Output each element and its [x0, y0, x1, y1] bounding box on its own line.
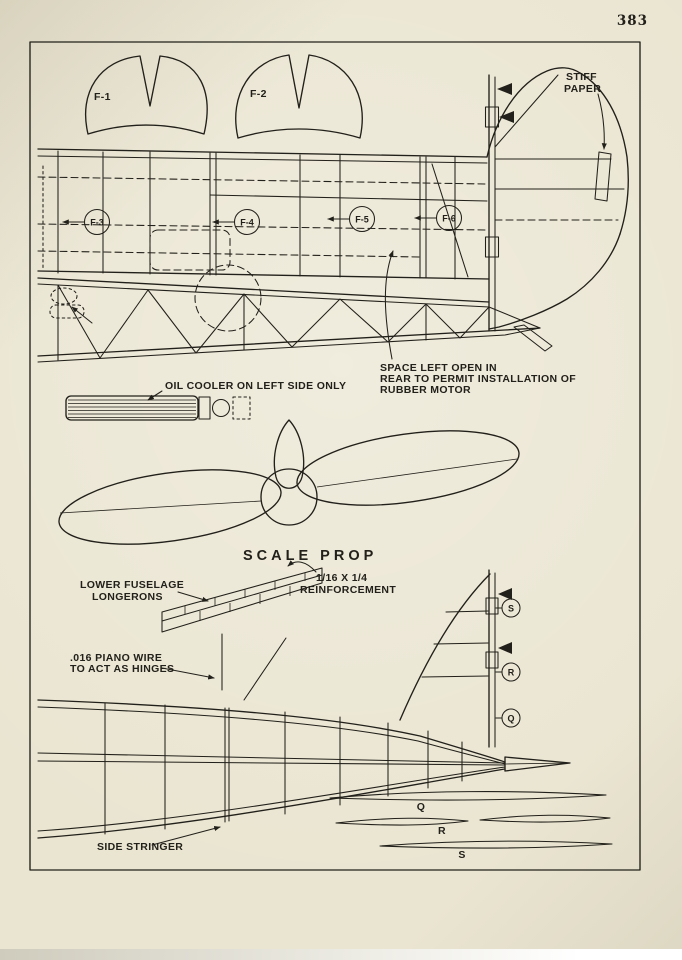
stringer-circle-s: S — [508, 604, 514, 614]
fin-rudder: STIFF PAPER — [484, 67, 629, 332]
page-border — [29, 41, 641, 871]
rubber-motor-note-line3: RUBBER MOTOR — [380, 384, 471, 396]
piano-wire-label-line2: TO ACT AS HINGES — [70, 663, 174, 675]
hinge-mark-icon — [497, 83, 512, 95]
cowl-formers: F-1 F-2 — [84, 54, 363, 139]
prop-blade-right — [296, 430, 520, 506]
oil-cooler-label: OIL COOLER ON LEFT SIDE ONLY — [165, 380, 346, 392]
strip-q-label: Q — [417, 801, 426, 813]
hinge-detail: LOWER FUSELAGE LONGERONS 1/16 X 1/4 REIN… — [70, 560, 396, 701]
tail-plan-view: SIDE STRINGER — [37, 699, 571, 853]
rubber-motor-note-line1: SPACE LEFT OPEN IN — [380, 362, 497, 374]
former-f2-shape — [235, 54, 363, 139]
tail-skid — [513, 324, 553, 352]
piano-wire-label-line1: .016 PIANO WIRE — [70, 652, 162, 664]
strip-s-label: S — [458, 849, 465, 861]
stringer-circle-r: R — [508, 668, 515, 678]
former-f2-label: F-2 — [250, 88, 267, 100]
strip-r-shape-left — [335, 817, 469, 826]
strip-r-shape-right — [479, 814, 611, 823]
longerons-label-line2: LONGERONS — [92, 591, 163, 603]
strip-s-shape — [379, 840, 613, 849]
station-f3-label: F-3 — [90, 218, 104, 228]
scale-prop-label: SCALE PROP — [243, 548, 377, 564]
stiff-paper-strip — [594, 151, 612, 202]
hinge-mark-icon — [498, 588, 512, 600]
station-f6-label: F-6 — [442, 214, 456, 224]
stiff-paper-leader — [597, 93, 607, 150]
prop-blade-left — [58, 469, 282, 545]
reinforcement-label-line1: 1/16 X 1/4 — [316, 572, 367, 584]
former-f1-label: F-1 — [94, 91, 111, 103]
scale-prop: SCALE PROP — [58, 419, 520, 564]
stringer-circle-q: Q — [507, 714, 514, 724]
station-f4-label: F-4 — [240, 218, 254, 228]
stiff-paper-label-line2: PAPER — [564, 83, 601, 95]
scan-edge-shadow — [0, 949, 682, 960]
reinforcement-label-line2: REINFORCEMENT — [300, 584, 396, 596]
oil-cooler: OIL COOLER ON LEFT SIDE ONLY — [65, 380, 346, 421]
lower-truss — [37, 229, 553, 363]
prop-spinner — [273, 419, 305, 489]
station-markers: F-3 F-4 F-5 F-6 — [62, 204, 463, 236]
former-f1-shape — [84, 55, 208, 135]
rubber-motor-note-leader — [384, 250, 394, 360]
prop-hub — [260, 468, 318, 526]
strip-q-shape — [329, 791, 607, 801]
stringer-strips: Q R S — [329, 791, 613, 861]
rubber-motor-note: SPACE LEFT OPEN IN REAR TO PERMIT INSTAL… — [380, 250, 576, 396]
stiff-paper-label-line1: STIFF — [566, 71, 597, 83]
station-f5-label: F-5 — [355, 215, 369, 225]
hinge-mark-icon — [499, 111, 514, 123]
side-stringer-label: SIDE STRINGER — [97, 841, 183, 853]
rear-fuselage-detail: S R Q — [399, 569, 521, 748]
longerons-label-line1: LOWER FUSELAGE — [80, 579, 184, 591]
rubber-motor-note-line2: REAR TO PERMIT INSTALLATION OF — [380, 373, 576, 385]
strip-r-label: R — [438, 825, 446, 837]
page-number: 383 — [617, 13, 648, 29]
hinge-mark-icon — [498, 642, 512, 654]
fuselage-side-view — [37, 148, 490, 280]
